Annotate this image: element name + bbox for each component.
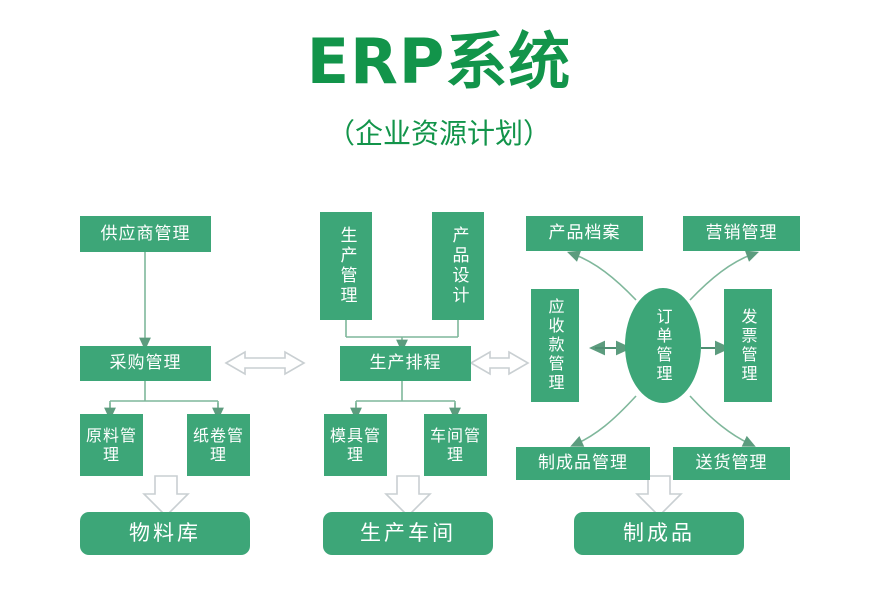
node-mold-mgmt[interactable]: 模具管理 [324,414,387,476]
hollow-arrow-to-production-workshop [384,475,432,518]
node-supplier-mgmt[interactable]: 供应商管理 [80,216,211,252]
node-marketing-mgmt[interactable]: 营销管理 [683,216,800,251]
node-product-archive[interactable]: 产品档案 [526,216,643,251]
page-title: ERP系统 [306,25,572,98]
page-subtitle: （企业资源计划） [326,117,551,150]
node-production-schedule[interactable]: 生产排程 [340,346,471,381]
hollow-arrow-to-finished-goods [635,475,683,518]
hollow-double-arrow-schedule-receivables [469,350,530,376]
edge-order-to-finished-goods-mgmt [570,395,637,447]
node-receivables-mgmt[interactable]: 应收款管理 [531,289,579,402]
hollow-arrow-to-material-warehouse [142,475,190,518]
node-product-design[interactable]: 产品设计 [432,212,484,320]
hollow-double-arrow-purchase-schedule [224,350,306,376]
node-material-warehouse[interactable]: 物料库 [80,512,250,555]
node-production-mgmt[interactable]: 生产管理 [320,212,372,320]
node-workshop-mgmt[interactable]: 车间管理 [424,414,487,476]
node-order-mgmt[interactable]: 订单管理 [625,288,701,403]
node-invoice-mgmt[interactable]: 发票管理 [724,289,772,402]
node-raw-material-mgmt[interactable]: 原料管理 [80,414,143,476]
node-purchase-mgmt[interactable]: 采购管理 [80,346,211,381]
edge-purchase-fork [109,381,219,414]
node-production-workshop[interactable]: 生产车间 [323,512,493,555]
edge-schedule-fork [355,381,456,414]
node-delivery-mgmt[interactable]: 送货管理 [673,447,790,480]
edge-order-to-product-archive [566,250,637,301]
node-finished-goods-mgmt[interactable]: 制成品管理 [516,447,650,480]
edge-production-design-merge [345,320,459,338]
node-paper-roll-mgmt[interactable]: 纸卷管理 [187,414,250,476]
node-finished-goods[interactable]: 制成品 [574,512,744,555]
edge-order-to-delivery-mgmt [689,395,756,447]
